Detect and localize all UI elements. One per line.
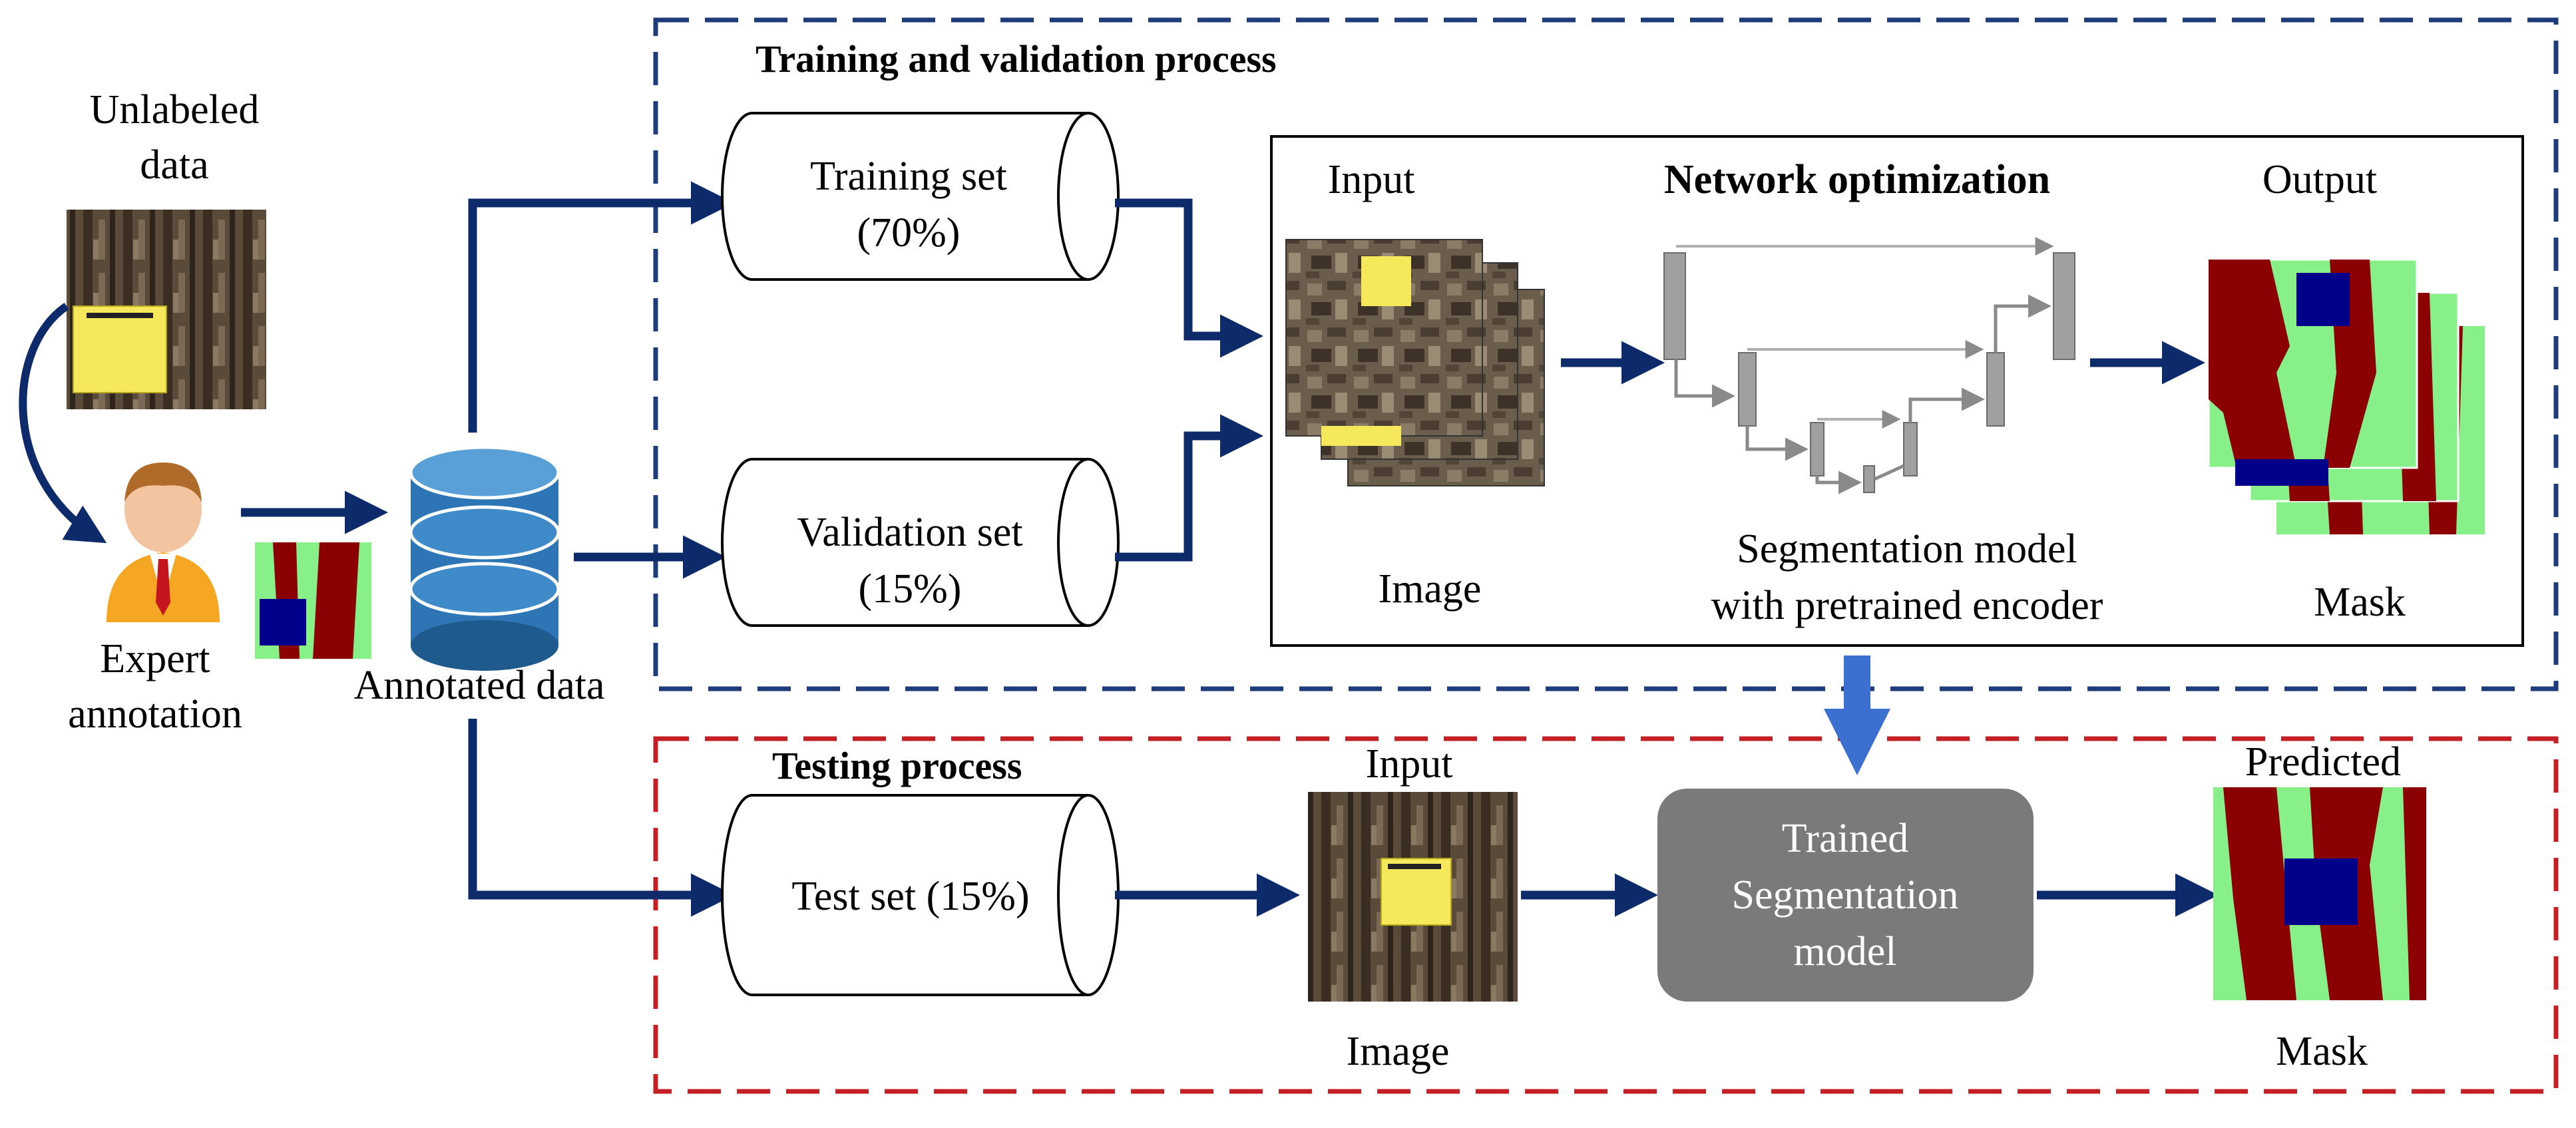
training-set-label-line2: (70%) <box>857 210 961 256</box>
testing-input-image <box>1308 792 1518 1002</box>
unet-diagram-icon <box>1663 237 2075 494</box>
trained-model-box <box>1657 789 2034 1002</box>
annotated-data-label: Annotated data <box>353 663 604 708</box>
predicted-mask-image <box>2213 787 2426 1000</box>
unlabeled-label-line2: data <box>140 142 208 188</box>
expert-label-line1: Expert <box>100 636 210 681</box>
unlabeled-image <box>67 210 266 409</box>
training-output-mask-stack <box>2207 258 2485 534</box>
database-to-training-arrow <box>468 181 734 433</box>
testing-region-box <box>653 736 2559 1094</box>
predicted-label: Predicted <box>2245 739 2401 785</box>
test-set-cylinder <box>721 794 1120 996</box>
trained-model-label-line2: Segmentation <box>1732 872 1959 918</box>
training-set-label-line1: Training set <box>810 154 1007 199</box>
trained-model-label-line1: Trained <box>1782 816 1909 861</box>
training-region-box <box>653 17 2559 691</box>
validation-set-label-line2: (15%) <box>859 566 962 612</box>
expert-label-line2: annotation <box>68 691 242 737</box>
annotation-mask-thumbnail <box>255 542 371 659</box>
training-mask-label: Mask <box>2314 580 2406 625</box>
expert-person-icon <box>107 463 220 622</box>
training-set-cylinder <box>721 112 1120 281</box>
testing-image-label: Image <box>1347 1029 1450 1074</box>
network-to-trained-model-arrow <box>1824 656 1890 775</box>
training-set-to-input-arrow <box>1115 198 1263 358</box>
training-input-image-stack <box>1285 239 1545 486</box>
unlabeled-to-expert-arrow <box>19 303 107 544</box>
testing-input-label: Input <box>1366 741 1453 787</box>
training-output-label: Output <box>2262 157 2377 202</box>
trained-model-label-line3: model <box>1794 929 1897 974</box>
predicted-mask-label: Mask <box>2276 1029 2368 1074</box>
validation-set-label-line1: Validation set <box>797 510 1022 555</box>
testing-region-title: Testing process <box>772 744 1022 787</box>
training-image-label: Image <box>1379 566 1482 612</box>
training-input-label: Input <box>1328 157 1415 202</box>
network-optimization-title: Network optimization <box>1664 157 2050 202</box>
model-label-line2: with pretrained encoder <box>1711 583 2103 628</box>
validation-set-to-input-arrow <box>1115 414 1263 562</box>
validation-set-cylinder <box>721 458 1120 627</box>
training-region-title: Training and validation process <box>755 37 1277 81</box>
test-set-label: Test set (15%) <box>791 874 1029 919</box>
database-to-test-arrow <box>468 719 734 917</box>
database-icon <box>409 445 560 671</box>
unlabeled-label-line1: Unlabeled <box>90 87 260 132</box>
model-label-line1: Segmentation model <box>1737 526 2077 572</box>
